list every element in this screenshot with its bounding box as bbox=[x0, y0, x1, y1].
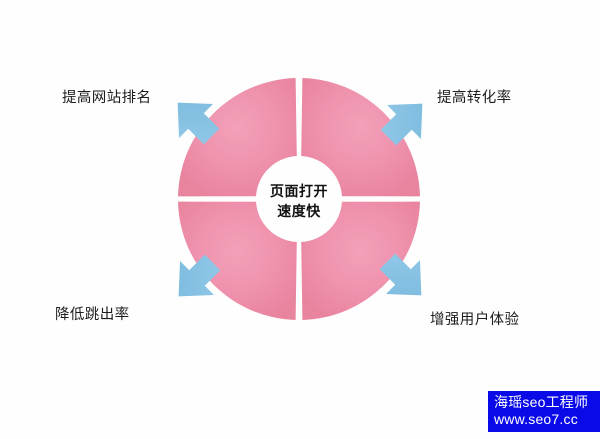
watermark-author: 海瑶seo工程师 bbox=[494, 394, 589, 410]
segment-bottom-left[interactable] bbox=[178, 201, 297, 320]
center-hub-line-1: 页面打开 bbox=[270, 183, 328, 199]
watermark-badge: 海瑶seo工程师 www.seo7.cc bbox=[488, 391, 600, 432]
segment-top-left[interactable] bbox=[178, 78, 297, 197]
segment-bottom-right[interactable] bbox=[301, 201, 420, 320]
segment-label-bottom-left: 降低跳出率 bbox=[55, 307, 130, 323]
segment-label-top-right: 提高转化率 bbox=[437, 90, 512, 106]
arrow-up-left-icon bbox=[177, 102, 220, 145]
arrow-down-right-icon bbox=[379, 253, 422, 296]
arrow-up-right-icon bbox=[380, 103, 423, 146]
center-hub-line-2: 速度快 bbox=[277, 203, 321, 220]
arrow-down-left-icon bbox=[178, 254, 221, 297]
segment-label-top-left: 提高网站排名 bbox=[62, 90, 152, 106]
segment-label-bottom-right: 增强用户体验 bbox=[430, 312, 520, 328]
watermark-url: www.seo7.cc bbox=[494, 411, 578, 427]
segment-top-right[interactable] bbox=[301, 78, 420, 197]
center-hub-label: 页面打开 速度快 bbox=[249, 181, 349, 222]
